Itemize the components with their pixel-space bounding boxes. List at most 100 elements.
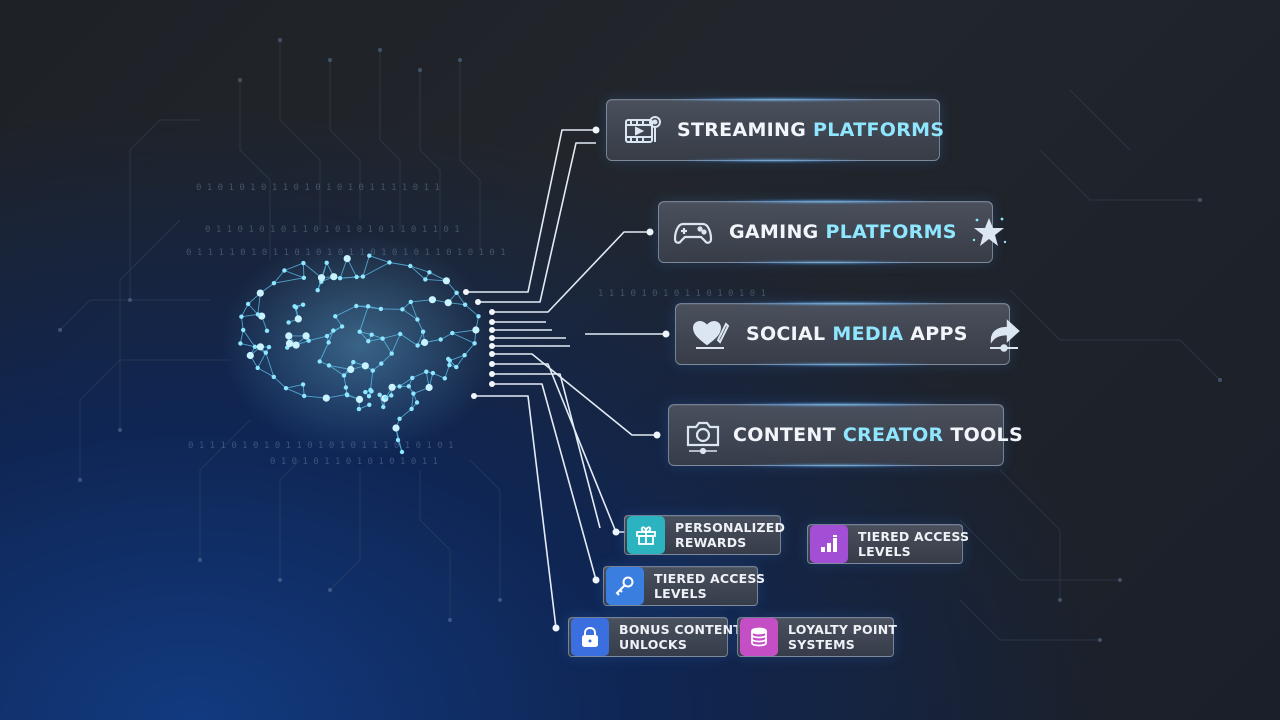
brain-node xyxy=(438,337,443,342)
brain-edge xyxy=(240,316,244,331)
brain-edge xyxy=(380,353,393,364)
brain-edge xyxy=(284,262,304,271)
brain-edge xyxy=(464,304,479,317)
brain-edge xyxy=(410,301,418,320)
connector-streaming xyxy=(468,129,596,293)
brain-edge xyxy=(416,319,424,332)
brain-edge xyxy=(449,354,465,362)
film-play-icon xyxy=(623,110,663,150)
brain-node xyxy=(255,312,261,317)
brain-network-nodes xyxy=(238,253,481,455)
brain-edge xyxy=(440,332,453,340)
brain-edge xyxy=(241,303,249,317)
brain-edge xyxy=(410,299,433,303)
brain-edge xyxy=(399,333,418,346)
brain-edge xyxy=(239,329,244,344)
brain-node xyxy=(347,365,355,374)
label-line: REWARDS xyxy=(675,535,747,550)
brain-node xyxy=(367,402,372,407)
brain-node xyxy=(256,289,264,297)
brain-node xyxy=(365,304,371,309)
camera-icon xyxy=(683,415,723,455)
brain-node xyxy=(333,314,338,319)
brain-node xyxy=(285,332,293,340)
brain-node xyxy=(344,392,350,397)
brain-node xyxy=(354,303,359,309)
brain-node xyxy=(271,374,276,380)
brain-node xyxy=(301,260,306,266)
brain-node xyxy=(271,281,277,286)
brain-node xyxy=(357,329,362,334)
label-line: LOYALTY POINT xyxy=(788,622,898,637)
circuit-traces xyxy=(59,40,1221,641)
brain-node xyxy=(454,364,459,370)
label-part: TOOLS xyxy=(943,424,1023,446)
binary-row: 0 1 1 0 1 0 1 0 1 1 0 1 0 1 0 1 0 1 1 0 … xyxy=(205,225,460,235)
brain-node xyxy=(326,340,331,345)
brain-node xyxy=(324,333,330,339)
streaming-platforms-label: STREAMING PLATFORMS xyxy=(677,119,944,141)
brain-edge xyxy=(335,305,357,317)
brain-node xyxy=(337,276,343,281)
brain-node xyxy=(415,343,420,348)
gamepad-icon xyxy=(673,212,713,252)
brain-edge xyxy=(362,262,390,277)
brain-edge xyxy=(410,265,426,280)
brain-node xyxy=(430,370,436,376)
label-part: STREAMING xyxy=(677,119,814,141)
label-part: SOCIAL xyxy=(746,323,833,345)
brain-node xyxy=(361,362,369,370)
brain-node xyxy=(255,365,260,371)
brain-edge xyxy=(452,332,475,344)
streaming-platforms-card: STREAMING PLATFORMS xyxy=(606,99,944,161)
brain-node xyxy=(343,385,349,390)
brain-node xyxy=(331,328,336,333)
brain-node xyxy=(425,383,433,392)
brain-edge xyxy=(265,352,275,378)
brain-edge xyxy=(319,342,330,362)
brain-edge xyxy=(303,262,322,279)
brain-edge xyxy=(389,262,411,267)
social-media-apps-label: SOCIAL MEDIA APPS xyxy=(746,323,968,345)
brain-node xyxy=(395,437,401,443)
brain-node xyxy=(420,329,426,334)
brain-edge xyxy=(340,276,357,279)
brain-node xyxy=(397,416,402,421)
connector-lines xyxy=(468,129,665,629)
brain-edge xyxy=(402,308,418,320)
brain-node xyxy=(367,253,372,258)
brain-edge xyxy=(241,313,258,318)
brain-node xyxy=(245,301,251,307)
brain-node xyxy=(252,344,258,349)
connector-content xyxy=(492,353,656,436)
brain-edge xyxy=(417,331,424,346)
brain-node xyxy=(442,376,447,381)
brain-edge xyxy=(411,393,414,409)
brain-node xyxy=(266,344,272,350)
brain-edge xyxy=(455,354,465,368)
brain-node xyxy=(286,320,291,325)
label-part: APPS xyxy=(903,323,968,345)
brain-node xyxy=(256,343,264,351)
brain-node xyxy=(241,327,246,333)
gift-icon xyxy=(627,516,665,554)
brain-node xyxy=(351,359,356,365)
brain-node xyxy=(306,338,311,343)
brain-node xyxy=(354,274,359,280)
brain-edge xyxy=(273,277,304,284)
label-line: TIERED ACCESS xyxy=(858,529,970,544)
brain-node xyxy=(410,375,415,381)
brain-node xyxy=(462,353,467,358)
brain-node xyxy=(363,389,368,395)
brain-edge xyxy=(257,352,267,369)
brain-node xyxy=(428,296,436,304)
brain-edge xyxy=(362,255,370,277)
brain-node xyxy=(444,299,452,307)
brain-node xyxy=(264,328,270,333)
brain-node xyxy=(322,394,330,402)
connector-streaming-2 xyxy=(480,142,596,303)
